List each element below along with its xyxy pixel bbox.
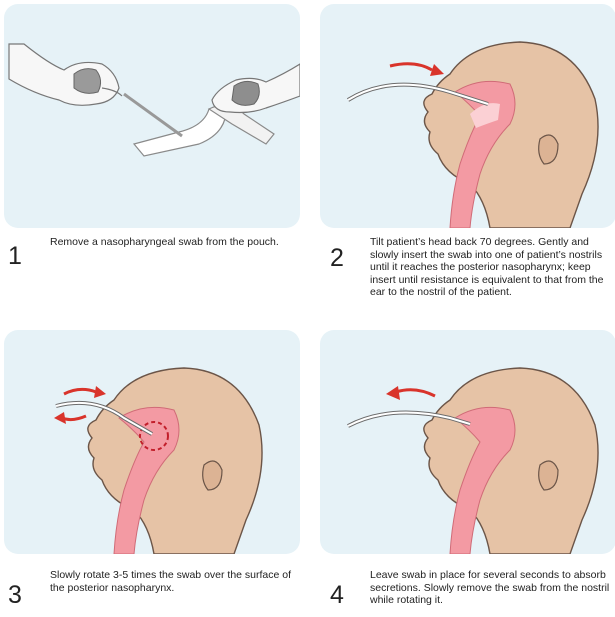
gloved-hands-icon: [4, 4, 300, 228]
step-text: Remove a nasopharyngeal swab from the po…: [50, 236, 305, 249]
step-number: 1: [8, 244, 22, 269]
illustration-rotate-swab: [4, 330, 300, 554]
illustration-remove-swab: [4, 4, 300, 228]
step-number: 4: [330, 583, 344, 608]
head-profile-rotation-icon: [4, 330, 300, 554]
illustration-remove-swab-from-nostril: [320, 330, 615, 554]
step-text: Leave swab in place for several seconds …: [370, 569, 615, 607]
step-text: Slowly rotate 3-5 times the swab over th…: [50, 569, 305, 594]
step-number: 2: [330, 246, 344, 271]
illustration-insert-swab: [320, 4, 615, 228]
head-profile-insertion-icon: [320, 4, 615, 228]
head-profile-removal-icon: [320, 330, 615, 554]
step-text: Tilt patient’s head back 70 degrees. Gen…: [370, 236, 615, 299]
step-number: 3: [8, 583, 22, 608]
